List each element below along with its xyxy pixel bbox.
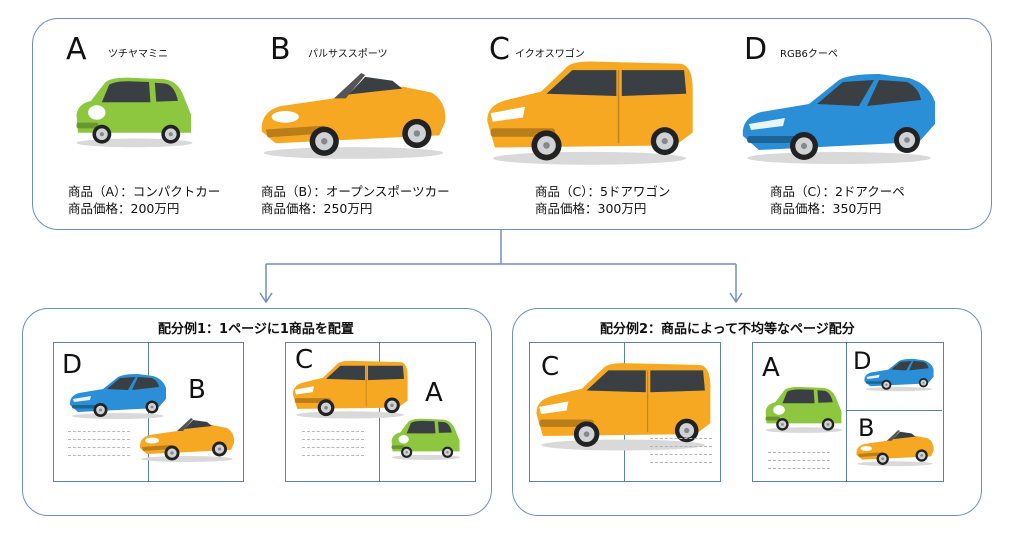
product-a-info: 商品（A）：コンパクトカー 商品価格：200万円 (68, 183, 220, 217)
product-b-name: パルサススポーツ (308, 49, 388, 60)
layout-example-1-title: 配分例1：1ページに1商品を配置 (158, 322, 354, 337)
spread-1-letter-d: D (62, 350, 83, 380)
spread-2-text-placeholder (302, 431, 364, 463)
product-c-info: 商品（C）：5ドアワゴン 商品価格：300万円 (535, 183, 670, 217)
spread-2-gutter (379, 342, 380, 481)
product-b-type: 商品（B）：オープンスポーツカー (261, 184, 450, 199)
spread-1-car-d (69, 374, 166, 419)
spread-3-letter-c: C (541, 352, 560, 382)
spread-4-letter-b: B (858, 414, 875, 442)
product-b-car-image (261, 73, 446, 159)
product-d-price: 商品価格：350万円 (770, 201, 882, 216)
product-c-name: イクオスワゴン (515, 49, 585, 60)
product-d-info: 商品（C）：2ドアクーペ 商品価格：350万円 (770, 183, 905, 217)
product-d-name: RGB6クーペ (780, 49, 838, 60)
product-a-letter: A (66, 32, 87, 67)
spread-1-letter-b: B (188, 375, 206, 405)
product-a-name: ツチヤマミニ (108, 49, 168, 60)
spread-4-gutter (846, 342, 847, 481)
spread-2-letter-c: C (295, 345, 314, 375)
product-a-car-image (76, 77, 193, 148)
spread-3-car-c (536, 363, 711, 451)
spread-2-letter-a: A (425, 378, 443, 408)
spread-4-car-b (856, 430, 934, 467)
spread-1-car-b (139, 418, 235, 462)
product-b-price: 商品価格：250万円 (261, 201, 373, 216)
product-c-price: 商品価格：300万円 (535, 201, 647, 216)
product-c-car-image (487, 61, 693, 165)
product-d-type: 商品（C）：2ドアクーペ (770, 184, 905, 199)
product-b-info: 商品（B）：オープンスポーツカー 商品価格：250万円 (261, 183, 450, 217)
spread-4-page-split (846, 410, 942, 411)
spread-4-letter-a: A (762, 353, 780, 383)
spread-2-car-c (292, 360, 408, 419)
product-d-car-image (742, 74, 935, 164)
product-a-type: 商品（A）：コンパクトカー (68, 184, 221, 199)
product-c-letter: C (489, 32, 510, 67)
product-c-type: 商品（C）：5ドアワゴン (535, 184, 671, 199)
spread-4-letter-d: D (853, 347, 872, 375)
spread-2-car-a (391, 418, 461, 460)
product-b-letter: B (270, 32, 291, 67)
product-d-letter: D (744, 32, 768, 67)
spread-3-text-placeholder (650, 438, 712, 470)
spread-4-car-a (765, 386, 843, 433)
spread-1-text-placeholder (68, 431, 130, 463)
spread-4-text-placeholder (768, 452, 830, 476)
product-a-price: 商品価格：200万円 (68, 201, 180, 216)
layout-example-2-title: 配分例2：商品によって不均等なページ配分 (600, 322, 855, 337)
spread-4-car-d (864, 358, 934, 392)
